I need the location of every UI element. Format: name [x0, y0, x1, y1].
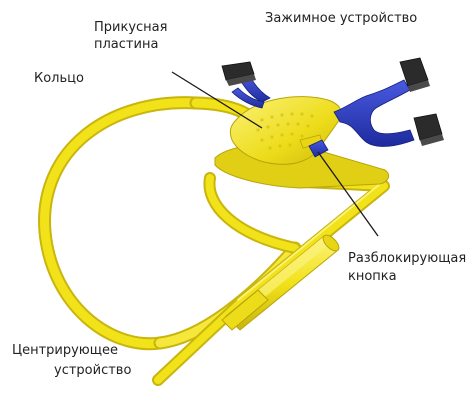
label-centering-device: Центрирующее устройство — [12, 343, 131, 378]
label-bite-plate: Прикусная пластина — [94, 20, 172, 52]
label-release-button: Разблокирующая кнопка — [348, 251, 470, 284]
label-ring: Кольцо — [34, 71, 84, 86]
label-clamp-device: Зажимное устройство — [265, 11, 417, 26]
